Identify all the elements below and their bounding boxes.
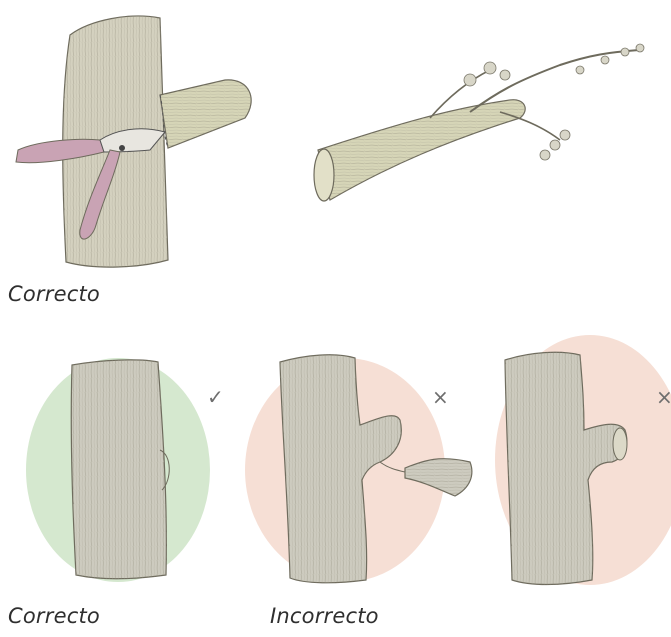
cut-branch [314,44,644,201]
cross-icon-1: × [432,385,449,409]
check-icon: ✓ [207,385,224,409]
label-top-correct: Correcto [8,282,100,306]
label-bottom-correct: Correcto [8,604,100,628]
label-bottom-incorrect: Incorrecto [270,604,379,628]
trunk-correct [71,360,169,579]
cross-icon-2: × [656,385,671,409]
top-branch-being-cut [160,80,251,148]
